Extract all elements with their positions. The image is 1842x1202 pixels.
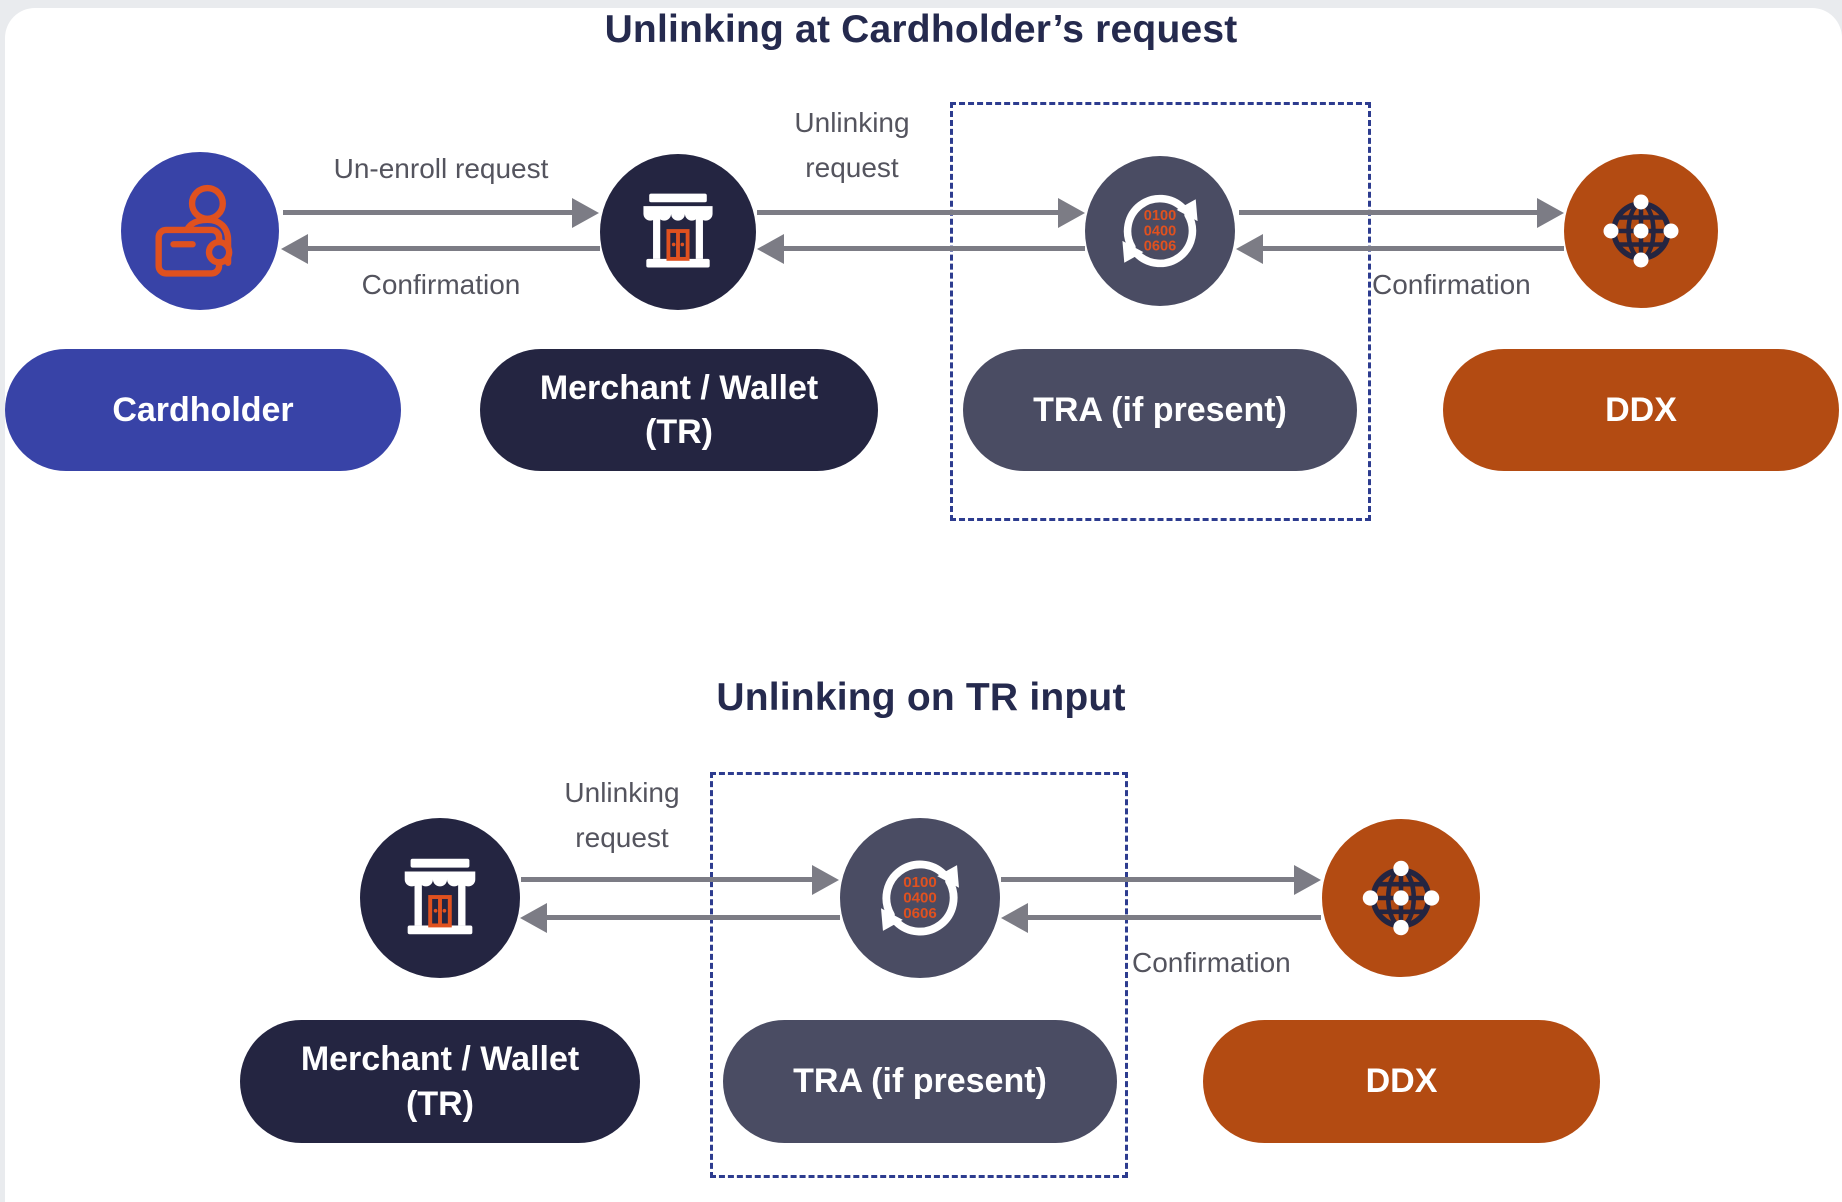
diagram1-ddx-pill: DDX xyxy=(1443,349,1839,471)
label-confirmation-right: Confirmation xyxy=(1372,269,1531,300)
label-unlinking-request-top: Unlinking request xyxy=(702,100,1002,190)
diagram1-tra-pill: TRA (if present) xyxy=(963,349,1357,471)
sync-arrows-code-icon: 0100 0400 0606 xyxy=(1122,194,1198,268)
ddx-pill-label: DDX xyxy=(1605,390,1677,429)
label-unlinking-line1: Unlinking xyxy=(794,107,910,138)
arrow-merchant-to-tra-bottom xyxy=(521,864,839,895)
arrow-ddx-to-tra xyxy=(1236,233,1564,264)
diagram1-ddx-circle xyxy=(1564,154,1718,308)
tra-code-line2: 0400 xyxy=(903,889,937,906)
arrow-tra-to-merchant-bottom xyxy=(520,902,840,933)
ddx-pill-label: DDX xyxy=(1365,1062,1438,1101)
label-unlinking-line1: Unlinking xyxy=(564,777,680,808)
diagram2-title: Unlinking on TR input xyxy=(716,676,1126,719)
label-un-enroll-request: Un-enroll request xyxy=(333,153,549,184)
arrow-cardholder-to-merchant xyxy=(283,197,599,228)
diagram2-tra-dashed-box xyxy=(710,772,1128,1178)
label-unlinking-request-bottom: Unlinking request xyxy=(472,770,772,860)
arrow-merchant-to-tra xyxy=(757,197,1085,228)
tra-code-line1: 0100 xyxy=(1144,208,1176,224)
diagram2-merchant-pill: Merchant / Wallet (TR) xyxy=(240,1020,640,1143)
sync-arrows-code-icon: 0100 0400 0606 xyxy=(881,860,959,936)
tra-pill-label: TRA (if present) xyxy=(1033,390,1287,429)
tra-code-line3: 0606 xyxy=(903,905,937,922)
diagram2-merchant-circle xyxy=(360,818,520,978)
diagram1-tra-dashed-box xyxy=(950,102,1371,521)
label-confirmation-bottom: Confirmation xyxy=(1132,947,1291,978)
merchant-pill-label-line2: (TR) xyxy=(645,413,713,451)
tra-code-line3: 0606 xyxy=(1144,238,1176,254)
diagram1-merchant-pill: Merchant / Wallet (TR) xyxy=(480,349,878,471)
tra-pill-label: TRA (if present) xyxy=(793,1062,1047,1101)
cardholder-pill-label: Cardholder xyxy=(112,390,294,429)
diagram1-tra-circle: 0100 0400 0606 xyxy=(1085,156,1235,306)
storefront-icon xyxy=(404,858,476,935)
label-unlinking-line2: request xyxy=(575,822,669,853)
diagram2-tra-pill: TRA (if present) xyxy=(723,1020,1117,1143)
arrow-ddx-to-tra-bottom xyxy=(1001,902,1321,933)
label-unlinking-line2: request xyxy=(805,152,899,183)
tra-code-line2: 0400 xyxy=(1144,223,1176,239)
background-card xyxy=(5,8,1842,1202)
globe-network-icon xyxy=(1603,194,1679,268)
diagram1-title: Unlinking at Cardholder’s request xyxy=(604,8,1238,51)
globe-network-icon xyxy=(1362,860,1440,936)
merchant-pill-label-line1: Merchant / Wallet xyxy=(539,368,819,407)
merchant-pill-label-line1: Merchant / Wallet xyxy=(300,1040,580,1079)
arrow-tra-to-ddx-bottom xyxy=(1001,864,1321,895)
arrow-tra-to-merchant xyxy=(757,233,1085,264)
diagram1-cardholder-circle xyxy=(121,152,279,310)
person-with-card-icon xyxy=(155,184,233,277)
diagram2-ddx-circle xyxy=(1322,819,1480,977)
storefront-icon xyxy=(643,193,713,268)
arrow-merchant-to-cardholder xyxy=(281,233,600,264)
tra-code-line1: 0100 xyxy=(903,874,937,891)
diagram2-tra-circle: 0100 0400 0606 xyxy=(840,818,1000,978)
label-confirmation-left: Confirmation xyxy=(361,269,521,300)
diagram1-cardholder-pill: Cardholder xyxy=(5,349,401,471)
arrow-tra-to-ddx xyxy=(1239,197,1564,228)
diagram1-merchant-circle xyxy=(600,154,756,310)
diagram2-ddx-pill: DDX xyxy=(1203,1020,1600,1143)
merchant-pill-label-line2: (TR) xyxy=(406,1084,474,1123)
